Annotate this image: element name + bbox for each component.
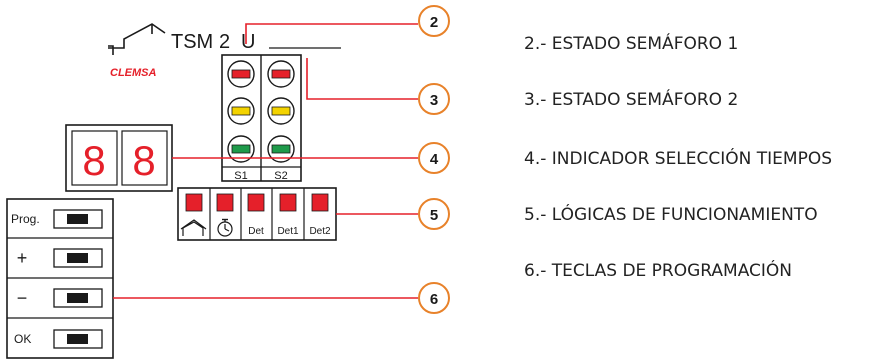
prog-key-label: Prog.	[11, 212, 40, 226]
callout-line-2	[245, 23, 418, 44]
programming-keys-panel: Prog. + − OK	[6, 198, 114, 359]
callout-5: 5	[418, 198, 450, 230]
legend-item-2: 2.- ESTADO SEMÁFORO 1	[524, 34, 739, 54]
semaphore-1-yellow-led	[227, 97, 255, 125]
semaphore-2-green-led	[267, 135, 295, 163]
legend-item-5: 5.- LÓGICAS DE FUNCIONAMIENTO	[524, 205, 818, 225]
callout-3-number: 3	[430, 92, 438, 109]
callout-6-number: 6	[430, 291, 438, 308]
house-icon	[180, 219, 207, 236]
display-digit-2: 8	[132, 137, 155, 184]
display-digit-1: 8	[82, 137, 105, 184]
stopwatch-icon	[217, 218, 233, 237]
minus-key-label: −	[17, 288, 28, 308]
callout-line-3	[306, 58, 418, 100]
legend-item-4: 4.- INDICADOR SELECCIÓN TIEMPOS	[524, 149, 833, 169]
legend-item-3: 3.- ESTADO SEMÁFORO 2	[524, 90, 739, 110]
legend-item-6: 6.- TECLAS DE PROGRAMACIÓN	[524, 261, 793, 281]
semaphore-2-yellow-led	[267, 97, 295, 125]
logic-timer-led	[216, 193, 234, 212]
logic-det1-label: Det1	[277, 226, 299, 237]
logic-det-led	[247, 193, 265, 212]
time-display: 8 8	[65, 124, 173, 192]
ok-key[interactable]: OK	[14, 329, 103, 349]
logic-det2-led	[311, 193, 329, 212]
prog-key[interactable]: Prog.	[11, 209, 103, 229]
callout-lines	[113, 23, 418, 299]
logic-det2-label: Det2	[309, 226, 331, 237]
brand-name: CLEMSA	[110, 67, 157, 79]
model-number: 2	[219, 31, 230, 53]
logic-panel: Det Det1 Det2	[177, 187, 337, 241]
semaphore-1-red-led	[227, 60, 255, 88]
clemsa-logo: CLEMSA	[108, 23, 166, 79]
semaphore-panel: S1 S2	[221, 54, 302, 182]
logic-house-led	[185, 193, 203, 212]
minus-key[interactable]: −	[17, 288, 103, 308]
callout-2-number: 2	[430, 14, 438, 31]
callout-5-number: 5	[430, 207, 438, 224]
logic-det1-led	[279, 193, 297, 212]
house-logo-icon	[108, 23, 166, 49]
logic-det-label: Det	[248, 226, 264, 237]
semaphore-1-green-led	[227, 135, 255, 163]
ok-key-label: OK	[14, 332, 31, 346]
plus-key-label: +	[17, 248, 28, 268]
callout-4-number: 4	[430, 151, 439, 168]
model-suffix: U	[241, 31, 255, 53]
semaphore-2-red-led	[267, 60, 295, 88]
callout-6: 6	[418, 282, 450, 314]
semaphore-2-label: S2	[274, 170, 287, 182]
plus-key[interactable]: +	[17, 248, 103, 268]
semaphore-1-label: S1	[234, 170, 247, 182]
callout-2: 2	[418, 5, 450, 37]
callout-4: 4	[418, 142, 450, 174]
callout-3: 3	[418, 83, 450, 115]
model-label: TSM	[171, 31, 213, 53]
